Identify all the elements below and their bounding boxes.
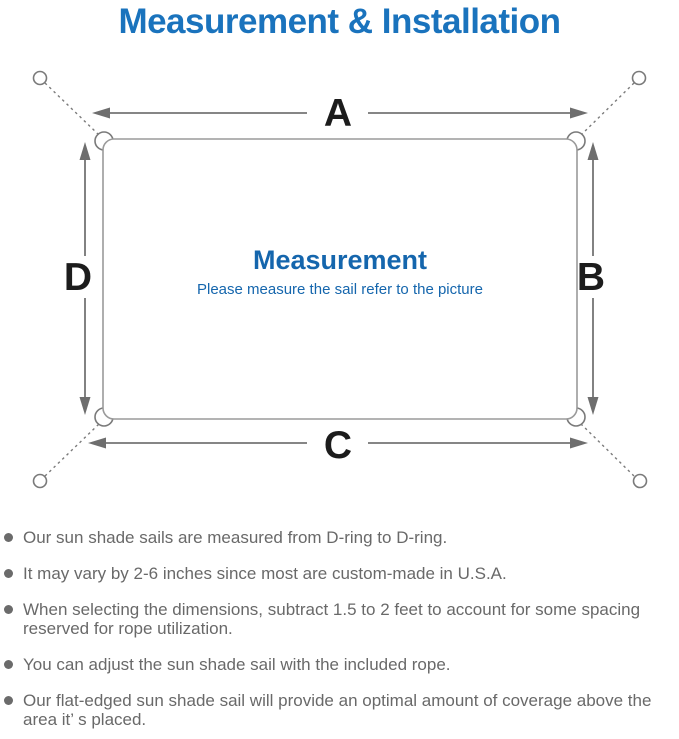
bullet-icon xyxy=(4,660,13,669)
dimension-label-a: A xyxy=(324,92,352,135)
instruction-item: Our sun shade sails are measured from D-… xyxy=(4,528,673,547)
sail-rectangle xyxy=(102,138,578,420)
instruction-text: When selecting the dimensions, subtract … xyxy=(23,600,641,638)
instruction-text: Our flat-edged sun shade sail will provi… xyxy=(23,691,652,729)
instruction-item: You can adjust the sun shade sail with t… xyxy=(4,655,673,674)
arrowhead-b-bottom xyxy=(587,397,599,415)
dimension-label-b: B xyxy=(577,256,605,299)
instruction-text: It may vary by 2-6 inches since most are… xyxy=(23,564,507,583)
bullet-icon xyxy=(4,569,13,578)
anchor-points xyxy=(32,70,648,489)
rope-line-bottom-right xyxy=(580,423,635,477)
arrowhead-d-bottom xyxy=(79,397,91,415)
sail-measurement-diagram: A C D B xyxy=(0,58,679,518)
arrowhead-c-left xyxy=(88,437,106,449)
anchor-circle-top-right xyxy=(631,70,647,86)
bullet-icon xyxy=(4,533,13,542)
arrowhead-b-top xyxy=(587,142,599,160)
instruction-item: It may vary by 2-6 inches since most are… xyxy=(4,564,673,583)
anchor-circle-bottom-right xyxy=(632,473,648,489)
arrowhead-c-right xyxy=(570,437,588,449)
bullet-icon xyxy=(4,605,13,614)
arrowhead-a-right xyxy=(570,107,588,119)
dimension-label-c: C xyxy=(324,424,352,467)
bullet-icon xyxy=(4,696,13,705)
diagram-center-title: Measurement xyxy=(253,245,427,275)
instruction-text: You can adjust the sun shade sail with t… xyxy=(23,655,451,674)
sail-diagram-canvas: A C D B xyxy=(32,70,648,489)
anchor-circle-top-left xyxy=(32,70,48,86)
arrowhead-d-top xyxy=(79,142,91,160)
page-title: Measurement & Installation xyxy=(118,2,561,41)
rope-line-top-left xyxy=(44,82,100,136)
instruction-list: Our sun shade sails are measured from D-… xyxy=(0,528,679,729)
rope-dashed-lines xyxy=(44,82,635,477)
dimension-label-d: D xyxy=(64,256,92,299)
instruction-text: Our sun shade sails are measured from D-… xyxy=(23,528,448,547)
rope-line-top-right xyxy=(580,82,635,136)
anchor-circle-bottom-left xyxy=(32,473,48,489)
instruction-item: When selecting the dimensions, subtract … xyxy=(4,600,673,638)
rope-line-bottom-left xyxy=(44,423,100,477)
arrowhead-a-left xyxy=(92,107,110,119)
diagram-center-subtitle: Please measure the sail refer to the pic… xyxy=(197,281,483,298)
instruction-item: Our flat-edged sun shade sail will provi… xyxy=(4,691,673,729)
